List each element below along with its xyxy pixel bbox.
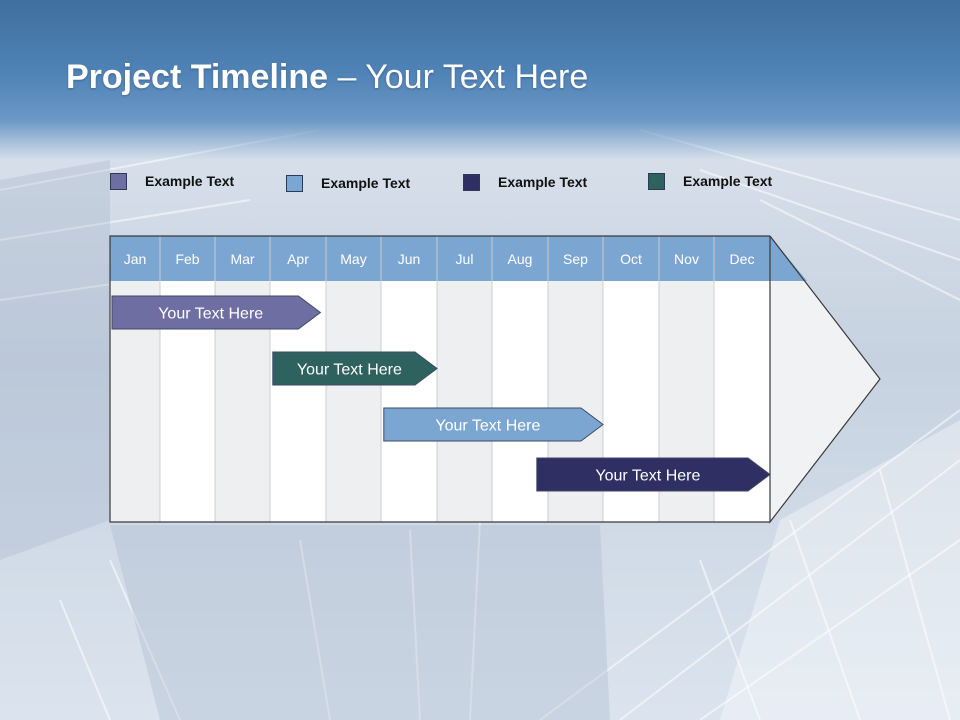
month-label: Jan: [124, 251, 147, 267]
title-bold: Project Timeline: [66, 58, 329, 96]
legend-item: Example Text: [110, 170, 234, 192]
month-label: Aug: [508, 251, 533, 267]
task-label: Your Text Here: [297, 362, 402, 379]
legend-swatch: [110, 172, 127, 190]
month-column: [437, 281, 492, 522]
month-column: [326, 281, 381, 522]
legend-label: Example Text: [145, 173, 235, 189]
month-label: May: [340, 251, 366, 267]
month-label: Nov: [674, 251, 699, 267]
task-label: Your Text Here: [435, 418, 540, 435]
month-column: [381, 281, 437, 522]
timeline-arrow-outline: [769, 235, 881, 524]
month-label: Apr: [287, 251, 309, 267]
month-label: Jul: [456, 251, 474, 267]
legend-swatch: [648, 172, 665, 190]
month-label: Sep: [563, 251, 588, 267]
legend-label: Example Text: [683, 173, 773, 189]
month-label: Dec: [730, 251, 755, 267]
legend-label: Example Text: [321, 175, 411, 191]
legend-item: Example Text: [648, 170, 772, 192]
legend-swatch: [463, 173, 480, 191]
month-label: Feb: [175, 251, 199, 267]
task-label: Your Text Here: [158, 306, 263, 323]
legend-label: Example Text: [498, 174, 588, 190]
task-bar: [111, 295, 322, 330]
month-label: Jun: [398, 251, 421, 267]
task-bar: [383, 407, 604, 442]
month-label: Oct: [620, 251, 642, 267]
task-bar: [536, 457, 771, 492]
timeline-outline: [109, 235, 770, 523]
legend-item: Example Text: [286, 172, 410, 194]
legend-item: Example Text: [463, 171, 587, 193]
header-band: [0, 0, 960, 160]
month-header-band: [110, 236, 770, 281]
task-bar: [272, 351, 438, 386]
legend-swatch: [286, 174, 303, 192]
title-subtitle: – Your Text Here: [328, 58, 589, 96]
task-label: Your Text Here: [595, 468, 700, 485]
page-title: Project Timeline – Your Text Here: [66, 58, 588, 97]
month-label: Mar: [230, 251, 254, 267]
